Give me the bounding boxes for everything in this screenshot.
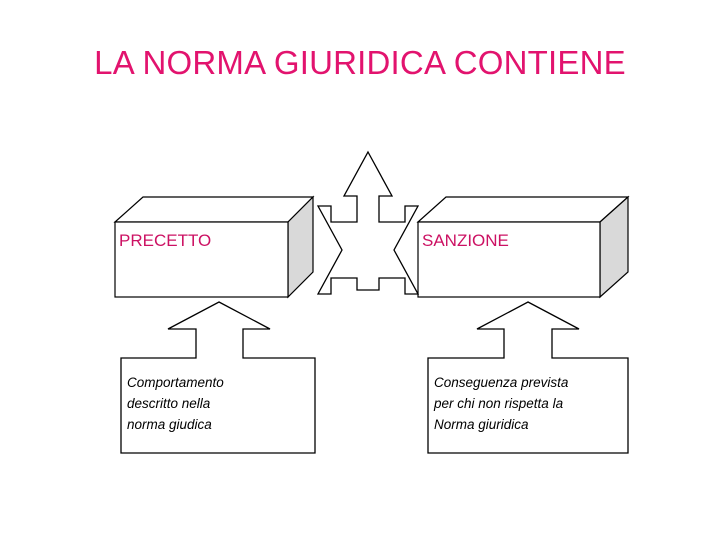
sanzione-label: SANZIONE <box>422 231 509 250</box>
sanzione-box[interactable] <box>416 195 630 299</box>
precetto-box-front-face <box>114 221 289 298</box>
sanzione-description-text: Conseguenza prevista per chi non rispett… <box>434 375 569 432</box>
precetto-desc-callout[interactable] <box>120 301 316 454</box>
precetto-box[interactable] <box>113 195 315 299</box>
sanzione-box-top-face <box>416 196 630 223</box>
precetto-description-text: Comportamento descritto nella norma giud… <box>127 375 224 432</box>
sanzione-desc-callout[interactable] <box>427 301 629 454</box>
sanzione-box-front-face <box>417 221 601 298</box>
page-title: LA NORMA GIURIDICA CONTIENE <box>94 44 626 81</box>
three-way-arrow-icon[interactable] <box>316 150 420 295</box>
precetto-label: PRECETTO <box>119 231 212 250</box>
precetto-box-top-face <box>113 196 315 223</box>
